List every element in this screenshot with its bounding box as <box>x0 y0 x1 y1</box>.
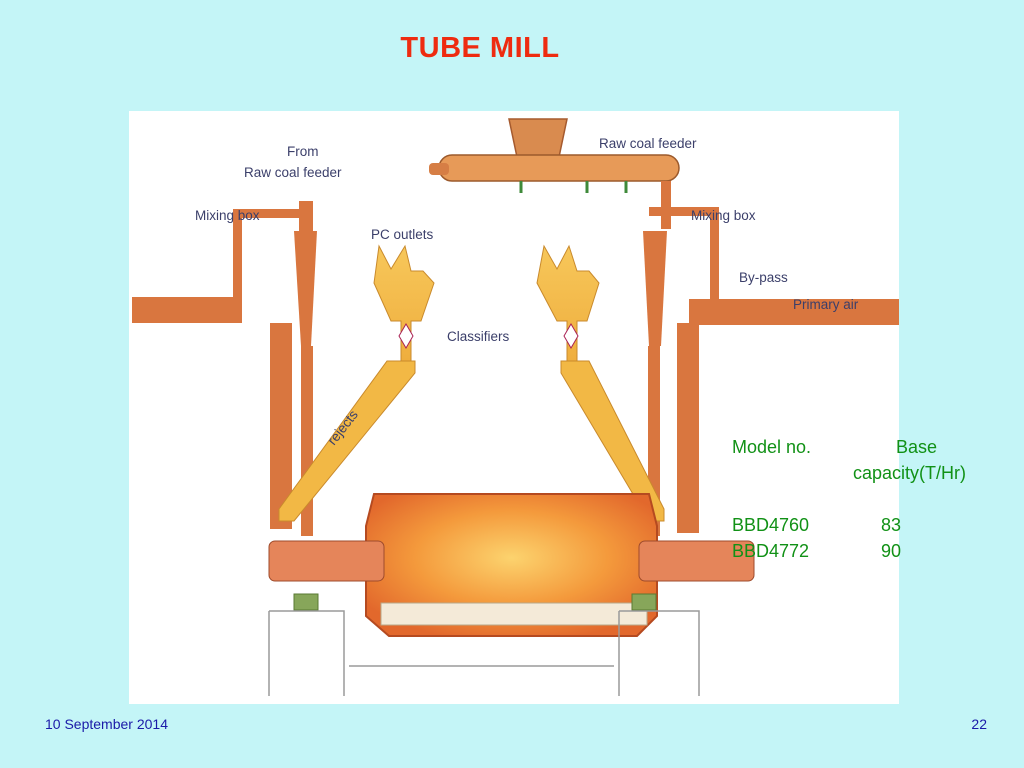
footer-date: 10 September 2014 <box>45 716 168 732</box>
label-from-raw-coal-feeder: Raw coal feeder <box>244 165 342 180</box>
capacity-cell: 83 <box>881 515 902 535</box>
model-cell: BBD4772 <box>732 541 810 561</box>
header-capacity: capacity(T/Hr) <box>853 463 967 483</box>
label-pc-outlets: PC outlets <box>371 227 434 242</box>
foundation <box>268 610 700 696</box>
left-classifier <box>278 244 435 522</box>
label-primary-air: Primary air <box>793 297 859 312</box>
right-pipe-system <box>643 207 899 536</box>
left-pipe-system <box>132 201 317 536</box>
tube-mill-diagram: From Raw coal feeder Raw coal feeder Mix… <box>129 111 899 704</box>
header-model-no: Model no. <box>732 437 812 457</box>
diagram-svg: From Raw coal feeder Raw coal feeder Mix… <box>132 118 899 696</box>
capacity-cell: 90 <box>881 541 902 561</box>
raw-coal-feeder <box>429 118 680 229</box>
label-mixing-box-left: Mixing box <box>195 208 260 223</box>
label-raw-coal-feeder: Raw coal feeder <box>599 136 697 151</box>
header-base: Base <box>896 437 938 457</box>
label-by-pass: By-pass <box>739 270 788 285</box>
page-number: 22 <box>971 716 987 732</box>
label-from: From <box>287 144 319 159</box>
label-classifiers: Classifiers <box>447 329 510 344</box>
grinding-drum <box>268 493 755 637</box>
right-classifier <box>536 244 665 522</box>
slide-title: TUBE MILL <box>400 32 560 64</box>
model-cell: BBD4760 <box>732 515 810 535</box>
label-mixing-box-right: Mixing box <box>691 208 756 223</box>
